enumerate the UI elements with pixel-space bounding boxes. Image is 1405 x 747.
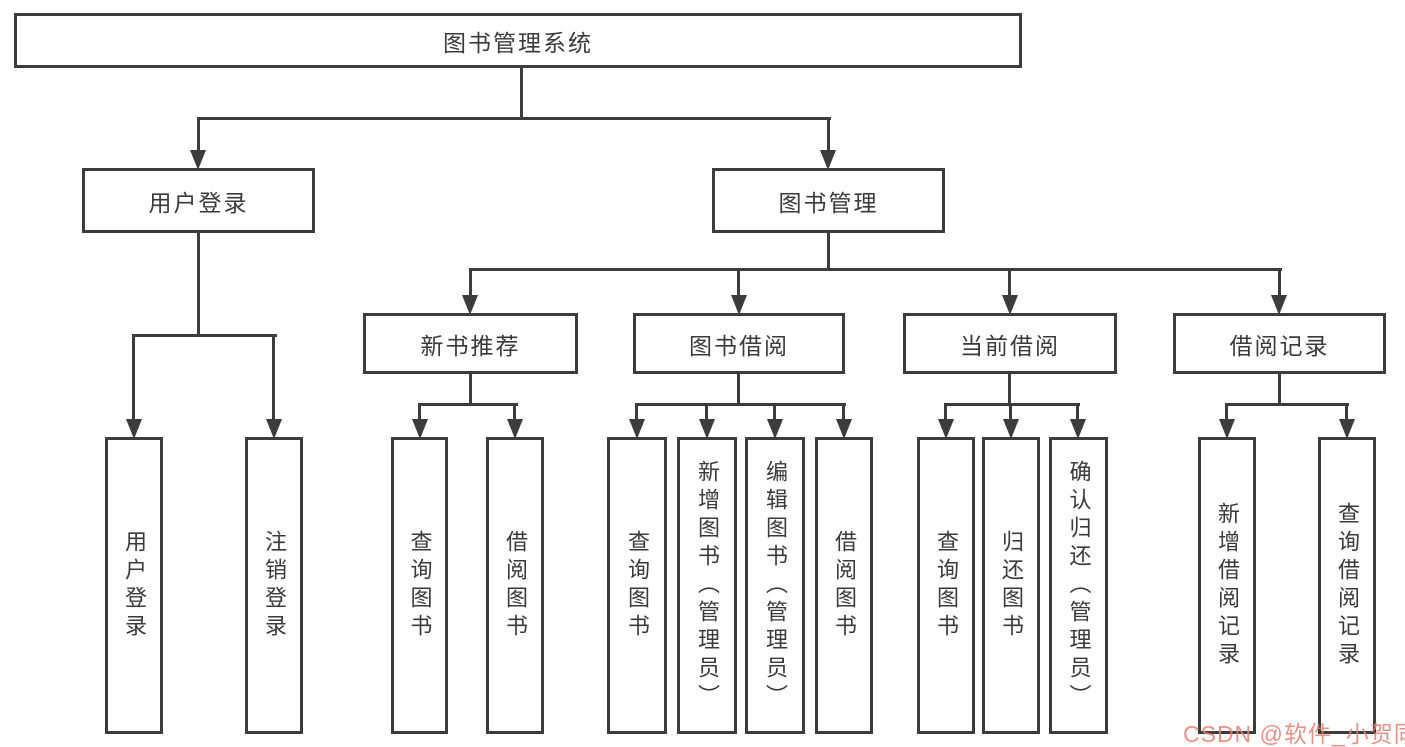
- arrow-down-icon: [820, 150, 836, 170]
- connector-line: [944, 405, 947, 421]
- arrow-down-icon: [462, 295, 478, 315]
- leaf-nbr-query-book: 查询图书: [391, 437, 448, 734]
- arrow-down-icon: [126, 419, 142, 439]
- connector-line: [132, 336, 135, 422]
- connector-line: [469, 268, 1282, 271]
- watermark: CSDN @软件_小贺同学: [1183, 721, 1405, 747]
- arrow-down-icon: [629, 419, 645, 439]
- connector-line: [418, 403, 518, 406]
- connector-line: [944, 403, 1080, 406]
- connector-line: [773, 405, 776, 421]
- arrow-down-icon: [767, 419, 783, 439]
- connector-line: [635, 403, 846, 406]
- leaf-bb-borrow-book: 借阅图书: [815, 437, 873, 734]
- connector-line: [513, 405, 516, 421]
- leaf-cb-query-book: 查询图书: [917, 437, 975, 734]
- leaf-br-query-record: 查询借阅记录: [1318, 437, 1376, 734]
- node-root: 图书管理系统: [14, 13, 1022, 68]
- arrow-down-icon: [836, 419, 852, 439]
- connector-line: [272, 336, 275, 422]
- node-book-management: 图书管理: [712, 168, 945, 233]
- leaf-logout: 注销登录: [245, 437, 303, 734]
- connector-line: [197, 117, 831, 120]
- arrow-down-icon: [412, 419, 428, 439]
- connector-line: [1009, 405, 1012, 421]
- leaf-user-login: 用户登录: [105, 437, 163, 734]
- node-current-borrow: 当前借阅: [903, 313, 1117, 374]
- arrow-down-icon: [507, 419, 523, 439]
- leaf-cb-return-book: 归还图书: [982, 437, 1040, 734]
- arrow-down-icon: [1219, 419, 1235, 439]
- connector-line: [1278, 270, 1281, 298]
- connector-line: [737, 374, 740, 406]
- leaf-bb-edit-book-admin: 编辑图书（管理员）: [745, 437, 805, 734]
- connector-line: [1008, 374, 1011, 406]
- leaf-cb-confirm-return-admin: 确认归还（管理员）: [1049, 437, 1108, 734]
- leaf-br-add-record: 新增借阅记录: [1198, 437, 1256, 734]
- connector-line: [520, 68, 523, 118]
- node-user-login: 用户登录: [82, 168, 315, 233]
- connector-line: [197, 233, 200, 337]
- arrow-down-icon: [266, 419, 282, 439]
- connector-line: [469, 270, 472, 298]
- arrow-down-icon: [1070, 419, 1086, 439]
- connector-line: [1225, 405, 1228, 421]
- node-book-borrow: 图书借阅: [633, 313, 845, 374]
- connector-line: [827, 118, 830, 154]
- connector-line: [1225, 403, 1349, 406]
- leaf-bb-query-book: 查询图书: [607, 437, 667, 734]
- connector-line: [705, 405, 708, 421]
- connector-line: [737, 270, 740, 298]
- connector-line: [469, 374, 472, 406]
- arrow-down-icon: [1002, 295, 1018, 315]
- arrow-down-icon: [938, 419, 954, 439]
- connector-line: [132, 334, 277, 337]
- arrow-down-icon: [1339, 419, 1355, 439]
- arrow-down-icon: [699, 419, 715, 439]
- arrow-down-icon: [1003, 419, 1019, 439]
- node-borrow-record: 借阅记录: [1173, 313, 1386, 374]
- leaf-bb-add-book-admin: 新增图书（管理员）: [677, 437, 737, 734]
- connector-line: [827, 233, 830, 271]
- connector-line: [1278, 374, 1281, 406]
- connector-line: [842, 405, 845, 421]
- node-new-book-recommend: 新书推荐: [363, 313, 578, 374]
- connector-line: [1076, 405, 1079, 421]
- leaf-nbr-borrow-book: 借阅图书: [486, 437, 544, 734]
- arrow-down-icon: [1271, 295, 1287, 315]
- arrow-down-icon: [190, 150, 206, 170]
- connector-line: [418, 405, 421, 421]
- connector-line: [1008, 270, 1011, 298]
- connector-line: [197, 118, 200, 154]
- connector-line: [1345, 405, 1348, 421]
- arrow-down-icon: [731, 295, 747, 315]
- connector-line: [635, 405, 638, 421]
